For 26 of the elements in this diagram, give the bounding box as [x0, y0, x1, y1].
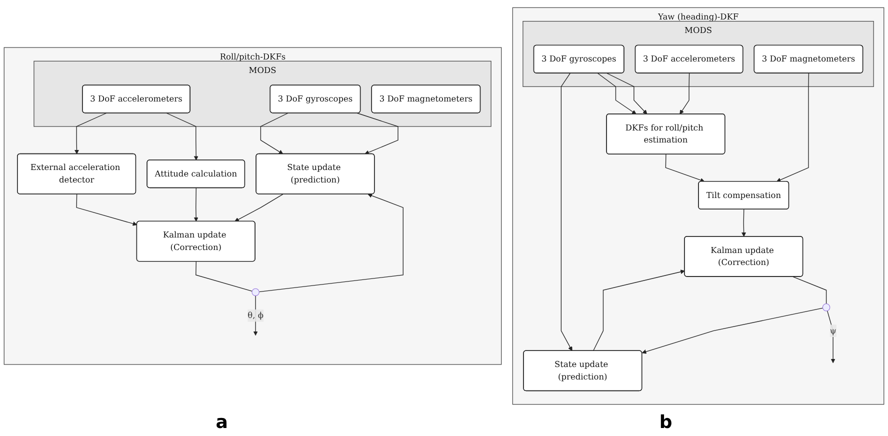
edge-label: θ, ϕ: [248, 310, 264, 320]
panel-letter: b: [659, 412, 672, 435]
arrow: [597, 72, 636, 114]
arrow: [560, 72, 572, 352]
arrow: [76, 194, 138, 226]
node-circle: [252, 288, 260, 296]
arrow: [592, 270, 685, 352]
arrow: [642, 308, 824, 354]
arrow: [356, 112, 398, 155]
connector: [792, 276, 827, 304]
edge-label: ψ: [830, 326, 836, 336]
arrow: [776, 72, 810, 182]
arrow: [606, 72, 648, 114]
arrow: [253, 295, 258, 336]
arrow: [234, 194, 284, 222]
arrow: [260, 112, 288, 154]
arrow: [742, 209, 746, 237]
arrow: [194, 188, 198, 222]
node-circle: [822, 304, 830, 312]
arrow: [665, 154, 705, 182]
arrow: [166, 112, 198, 160]
arrow: [680, 72, 690, 114]
connector: [196, 261, 252, 292]
arrow: [74, 112, 107, 154]
arrow: [258, 194, 404, 292]
panel-letter: a: [216, 412, 228, 435]
